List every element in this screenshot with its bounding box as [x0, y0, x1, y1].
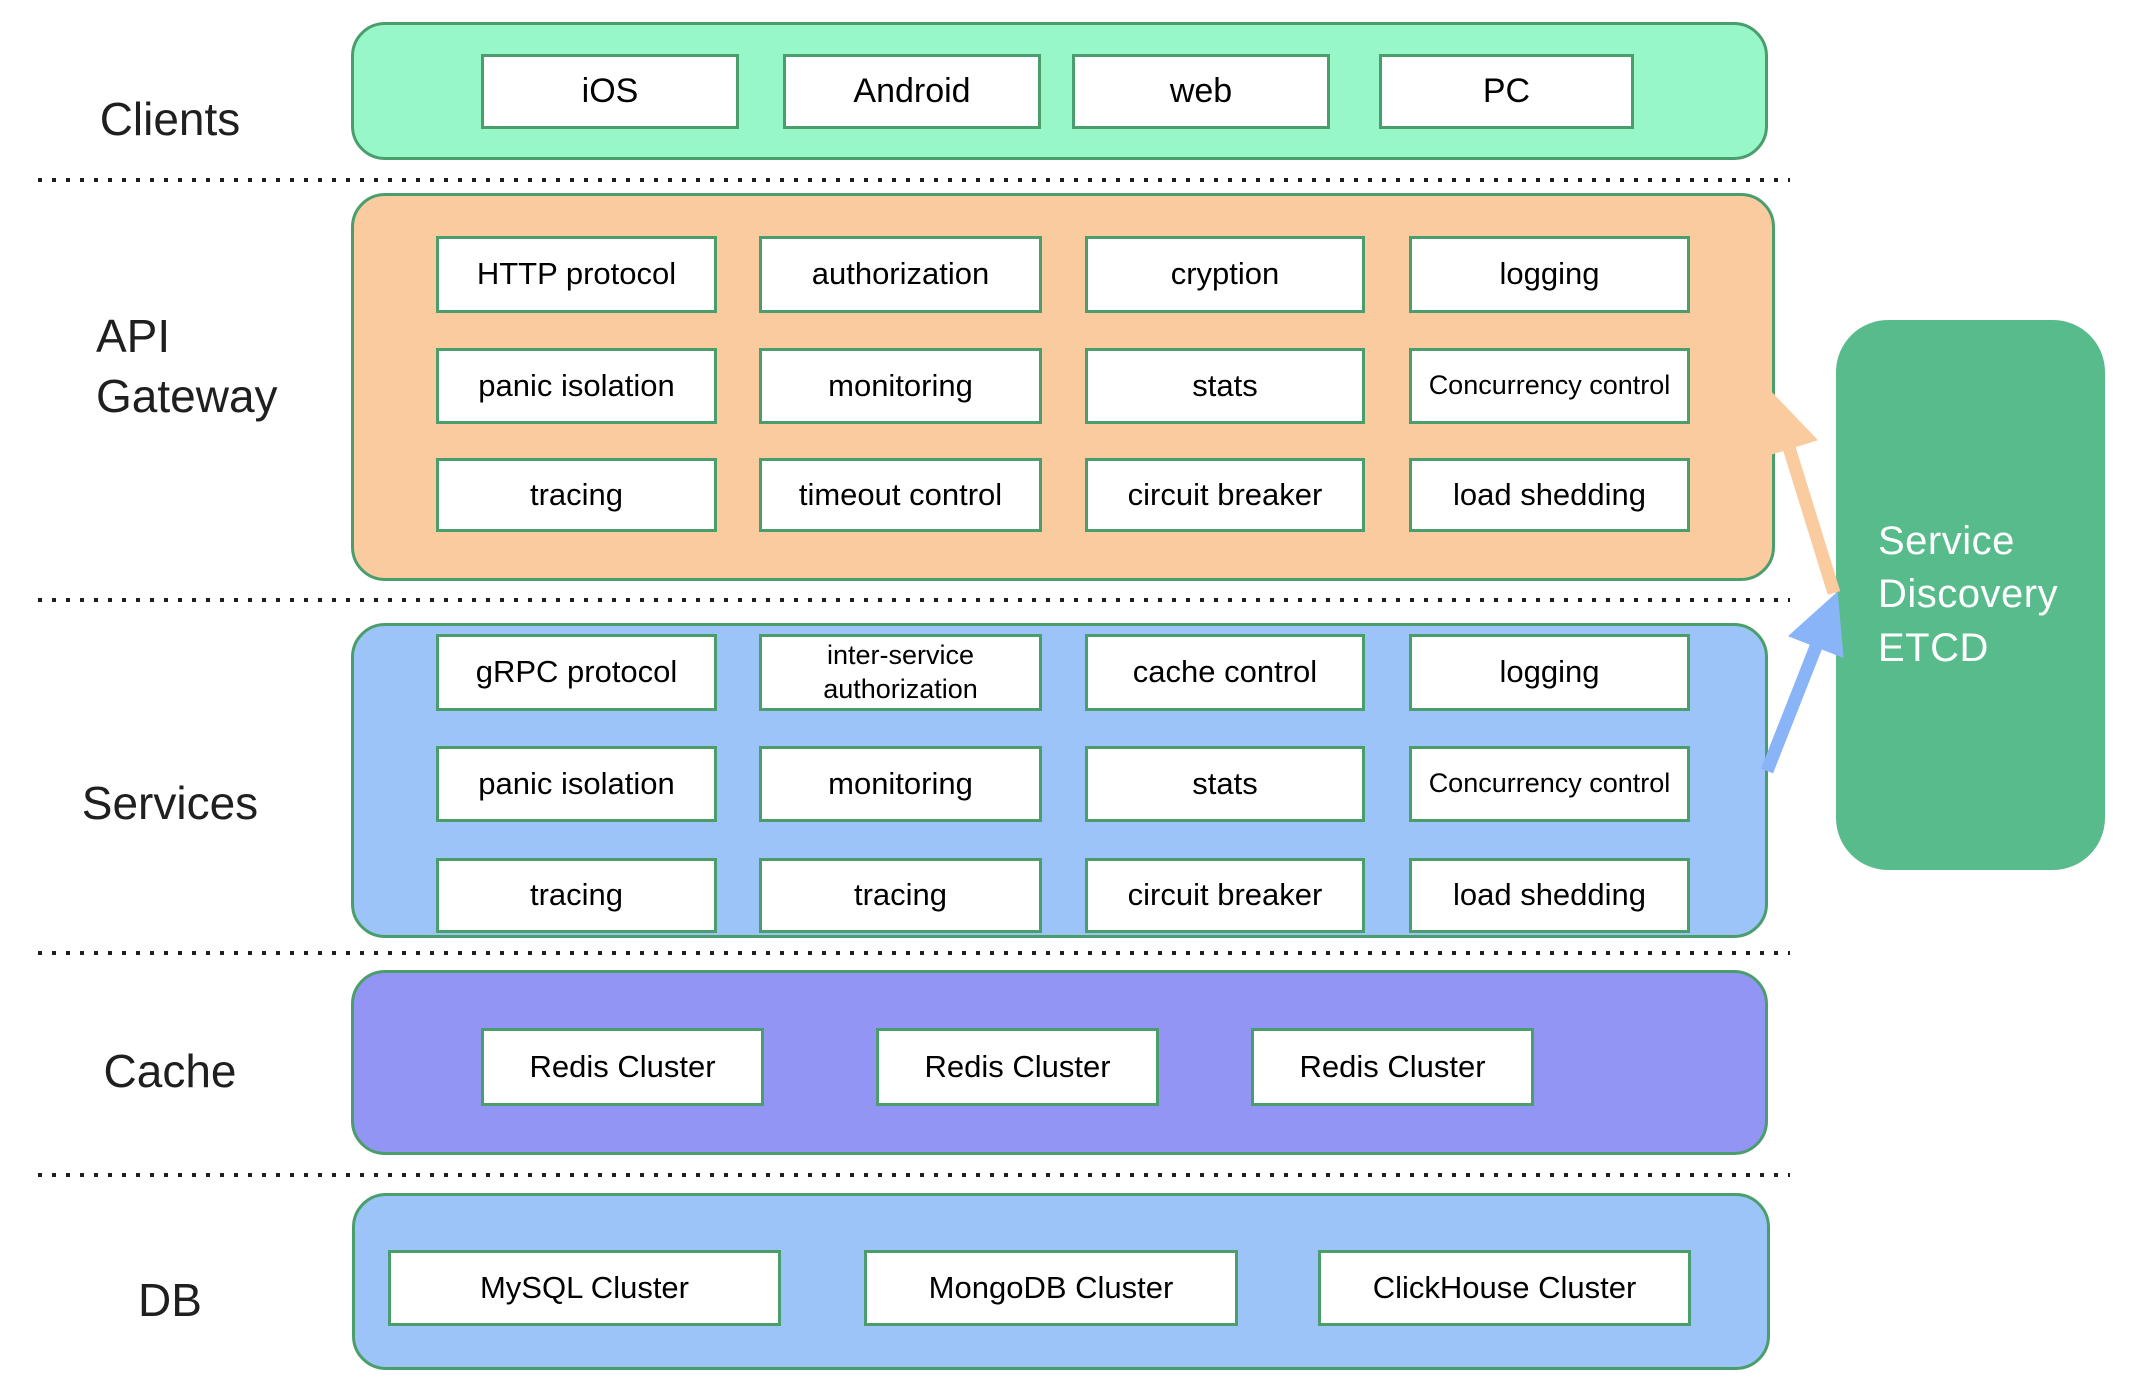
api-gateway-feature-box: panic isolation	[436, 348, 717, 424]
cache-node-box: Redis Cluster	[1251, 1028, 1534, 1106]
services-feature-box: gRPC protocol	[436, 634, 717, 711]
services-feature-box: stats	[1085, 746, 1365, 822]
clients-layer-container: iOS Android web PC	[351, 22, 1768, 160]
client-box: web	[1072, 54, 1330, 129]
services-feature-box: inter-service authorization	[759, 634, 1042, 711]
services-feature-box: logging	[1409, 634, 1690, 711]
services-feature-box: panic isolation	[436, 746, 717, 822]
clients-row-label: Clients	[99, 93, 241, 145]
client-box: Android	[783, 54, 1041, 129]
services-layer-container: gRPC protocol inter-service authorizatio…	[351, 623, 1768, 938]
services-feature-box: tracing	[436, 858, 717, 933]
api-gateway-row-label: API Gateway	[96, 310, 278, 422]
cache-layer-container: Redis Cluster Redis Cluster Redis Cluste…	[351, 970, 1768, 1155]
api-gateway-feature-box: tracing	[436, 458, 717, 532]
api-gateway-feature-box: monitoring	[759, 348, 1042, 424]
services-feature-box: tracing	[759, 858, 1042, 933]
cache-node-box: Redis Cluster	[481, 1028, 764, 1106]
separator-clients-gateway	[38, 178, 1790, 182]
services-feature-box: circuit breaker	[1085, 858, 1365, 933]
api-gateway-layer-container: HTTP protocol authorization cryption log…	[351, 193, 1775, 581]
db-layer-container: MySQL Cluster MongoDB Cluster ClickHouse…	[352, 1193, 1770, 1370]
api-gateway-feature-box: cryption	[1085, 236, 1365, 313]
etcd-to-gateway-arrow	[1760, 392, 1841, 595]
api-gateway-feature-box: authorization	[759, 236, 1042, 313]
client-box: iOS	[481, 54, 739, 129]
cache-node-box: Redis Cluster	[876, 1028, 1159, 1106]
db-row-label: DB	[138, 1274, 202, 1326]
db-node-box: MySQL Cluster	[388, 1250, 781, 1326]
api-gateway-feature-box: logging	[1409, 236, 1690, 313]
db-node-box: ClickHouse Cluster	[1318, 1250, 1691, 1326]
services-row-label: Services	[81, 777, 259, 829]
service-discovery-etcd-label: Service Discovery ETCD	[1878, 519, 2059, 670]
client-box: PC	[1379, 54, 1634, 129]
service-discovery-etcd-box: Service Discovery ETCD	[1836, 320, 2105, 870]
api-gateway-feature-box: load shedding	[1409, 458, 1690, 532]
services-feature-box: cache control	[1085, 634, 1365, 711]
api-gateway-feature-box: stats	[1085, 348, 1365, 424]
separator-gateway-services	[38, 598, 1790, 602]
separator-services-cache	[38, 951, 1790, 955]
api-gateway-feature-box: HTTP protocol	[436, 236, 717, 313]
api-gateway-feature-box: Concurrency control	[1409, 348, 1690, 424]
separator-cache-db	[38, 1173, 1790, 1177]
services-to-etcd-arrow	[1760, 591, 1844, 774]
api-gateway-feature-box: timeout control	[759, 458, 1042, 532]
services-feature-box: load shedding	[1409, 858, 1690, 933]
services-feature-box: Concurrency control	[1409, 746, 1690, 822]
cache-row-label: Cache	[103, 1045, 237, 1097]
api-gateway-feature-box: circuit breaker	[1085, 458, 1365, 532]
services-feature-box: monitoring	[759, 746, 1042, 822]
db-node-box: MongoDB Cluster	[864, 1250, 1238, 1326]
